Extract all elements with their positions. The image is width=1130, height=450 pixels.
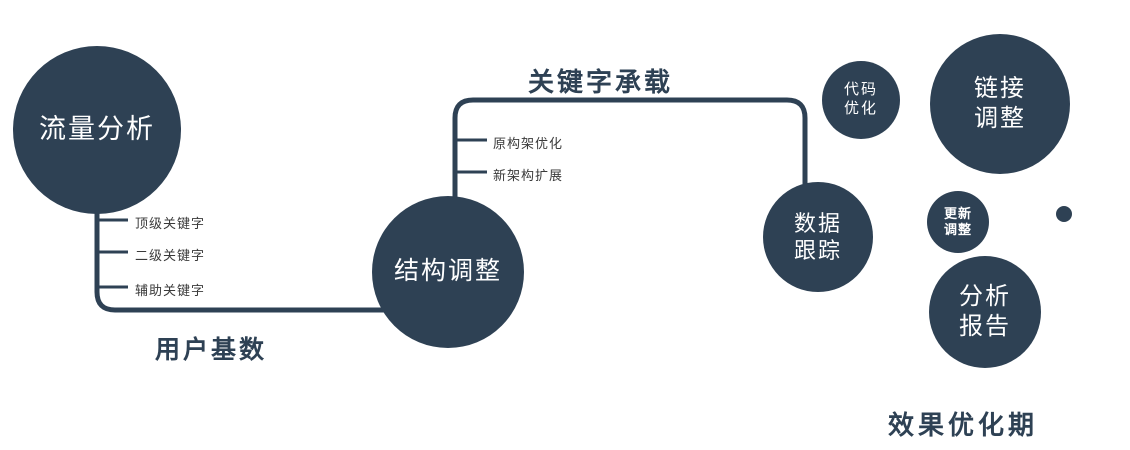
tick-label-second-keyword: 二级关键字 [135, 248, 206, 263]
caption-effect-period: 效果优化期 [888, 410, 1039, 440]
node-data-tracking-line1: 数据 [793, 210, 842, 236]
node-structure-adjust-label: 结构调整 [393, 257, 502, 286]
node-data-tracking-line2: 跟踪 [793, 238, 842, 263]
node-update-adjust-line2: 调整 [943, 222, 972, 237]
node-code-optimize: 代码 优化 [822, 61, 900, 139]
connector-user-base [94, 186, 400, 313]
node-update-adjust: 更新 调整 [927, 191, 989, 253]
tick-label-framework-optimize: 原构架优化 [493, 136, 564, 151]
node-link-adjust: 链接 调整 [930, 34, 1070, 174]
edge-label-keyword-carry: 关键字承载 [528, 67, 674, 97]
node-code-optimize-line1: 代码 [843, 81, 878, 99]
node-traffic-analysis-label: 流量分析 [39, 114, 155, 145]
tick-label-top-keyword: 顶级关键字 [135, 216, 206, 231]
node-link-adjust-line1: 链接 [974, 75, 1026, 102]
node-data-tracking: 数据 跟踪 [763, 182, 873, 292]
node-update-adjust-line1: 更新 [943, 205, 972, 221]
tick-label-framework-expand: 新架构扩展 [493, 168, 564, 183]
connector-keyword-carry [452, 97, 808, 212]
dot-marker [1056, 206, 1072, 222]
node-structure-adjust: 结构调整 [372, 196, 524, 348]
node-analysis-report-line2: 报告 [959, 313, 1011, 340]
node-traffic-analysis: 流量分析 [13, 46, 181, 214]
tick-label-aux-keyword: 辅助关键字 [135, 283, 206, 298]
node-code-optimize-line2: 优化 [843, 100, 878, 117]
node-link-adjust-line2: 调整 [974, 105, 1026, 132]
node-analysis-report-line1: 分析 [959, 283, 1011, 310]
node-analysis-report: 分析 报告 [929, 256, 1041, 368]
edge-label-user-base: 用户基数 [155, 336, 268, 364]
